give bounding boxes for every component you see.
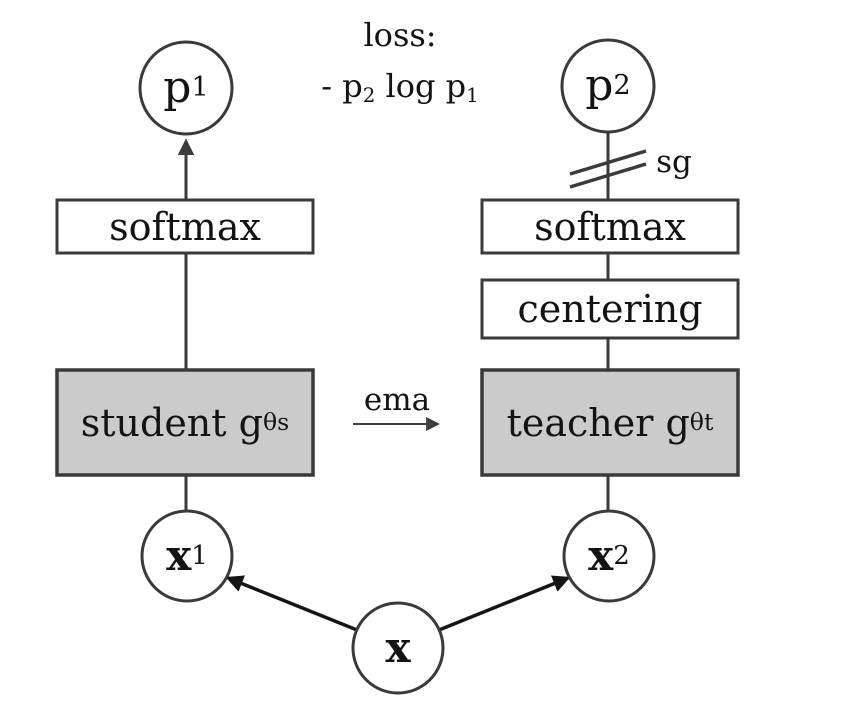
softmax-left-label: softmax — [109, 204, 261, 249]
edge-x-to-x1-arrow — [225, 575, 358, 632]
softmax-left-box — [55, 198, 315, 255]
softmax-right-label: softmax — [534, 204, 686, 249]
node-x-label: x — [385, 623, 411, 672]
node-x2-circle — [562, 509, 656, 603]
centering-label: centering — [517, 287, 703, 331]
node-x-circle — [351, 601, 445, 695]
node-p1-circle — [138, 40, 234, 136]
student-box — [55, 368, 315, 477]
loss-formula: - p2 log p1 — [321, 67, 479, 108]
loss-title: loss: — [363, 16, 437, 54]
teacher-box — [480, 368, 740, 477]
node-x1-circle — [140, 509, 234, 603]
stop-gradient-label: sg — [656, 143, 692, 180]
stop-gradient-slash-1 — [569, 149, 647, 176]
ema-label: ema — [363, 381, 431, 418]
softmax-right-box — [480, 198, 740, 255]
edge-x-to-x2-arrow — [438, 575, 571, 632]
loss-annotation: loss: - p2 log p1 — [280, 16, 520, 106]
stop-gradient-slash-2 — [569, 162, 647, 189]
centering-box — [480, 278, 740, 340]
node-p2-circle — [560, 38, 656, 134]
